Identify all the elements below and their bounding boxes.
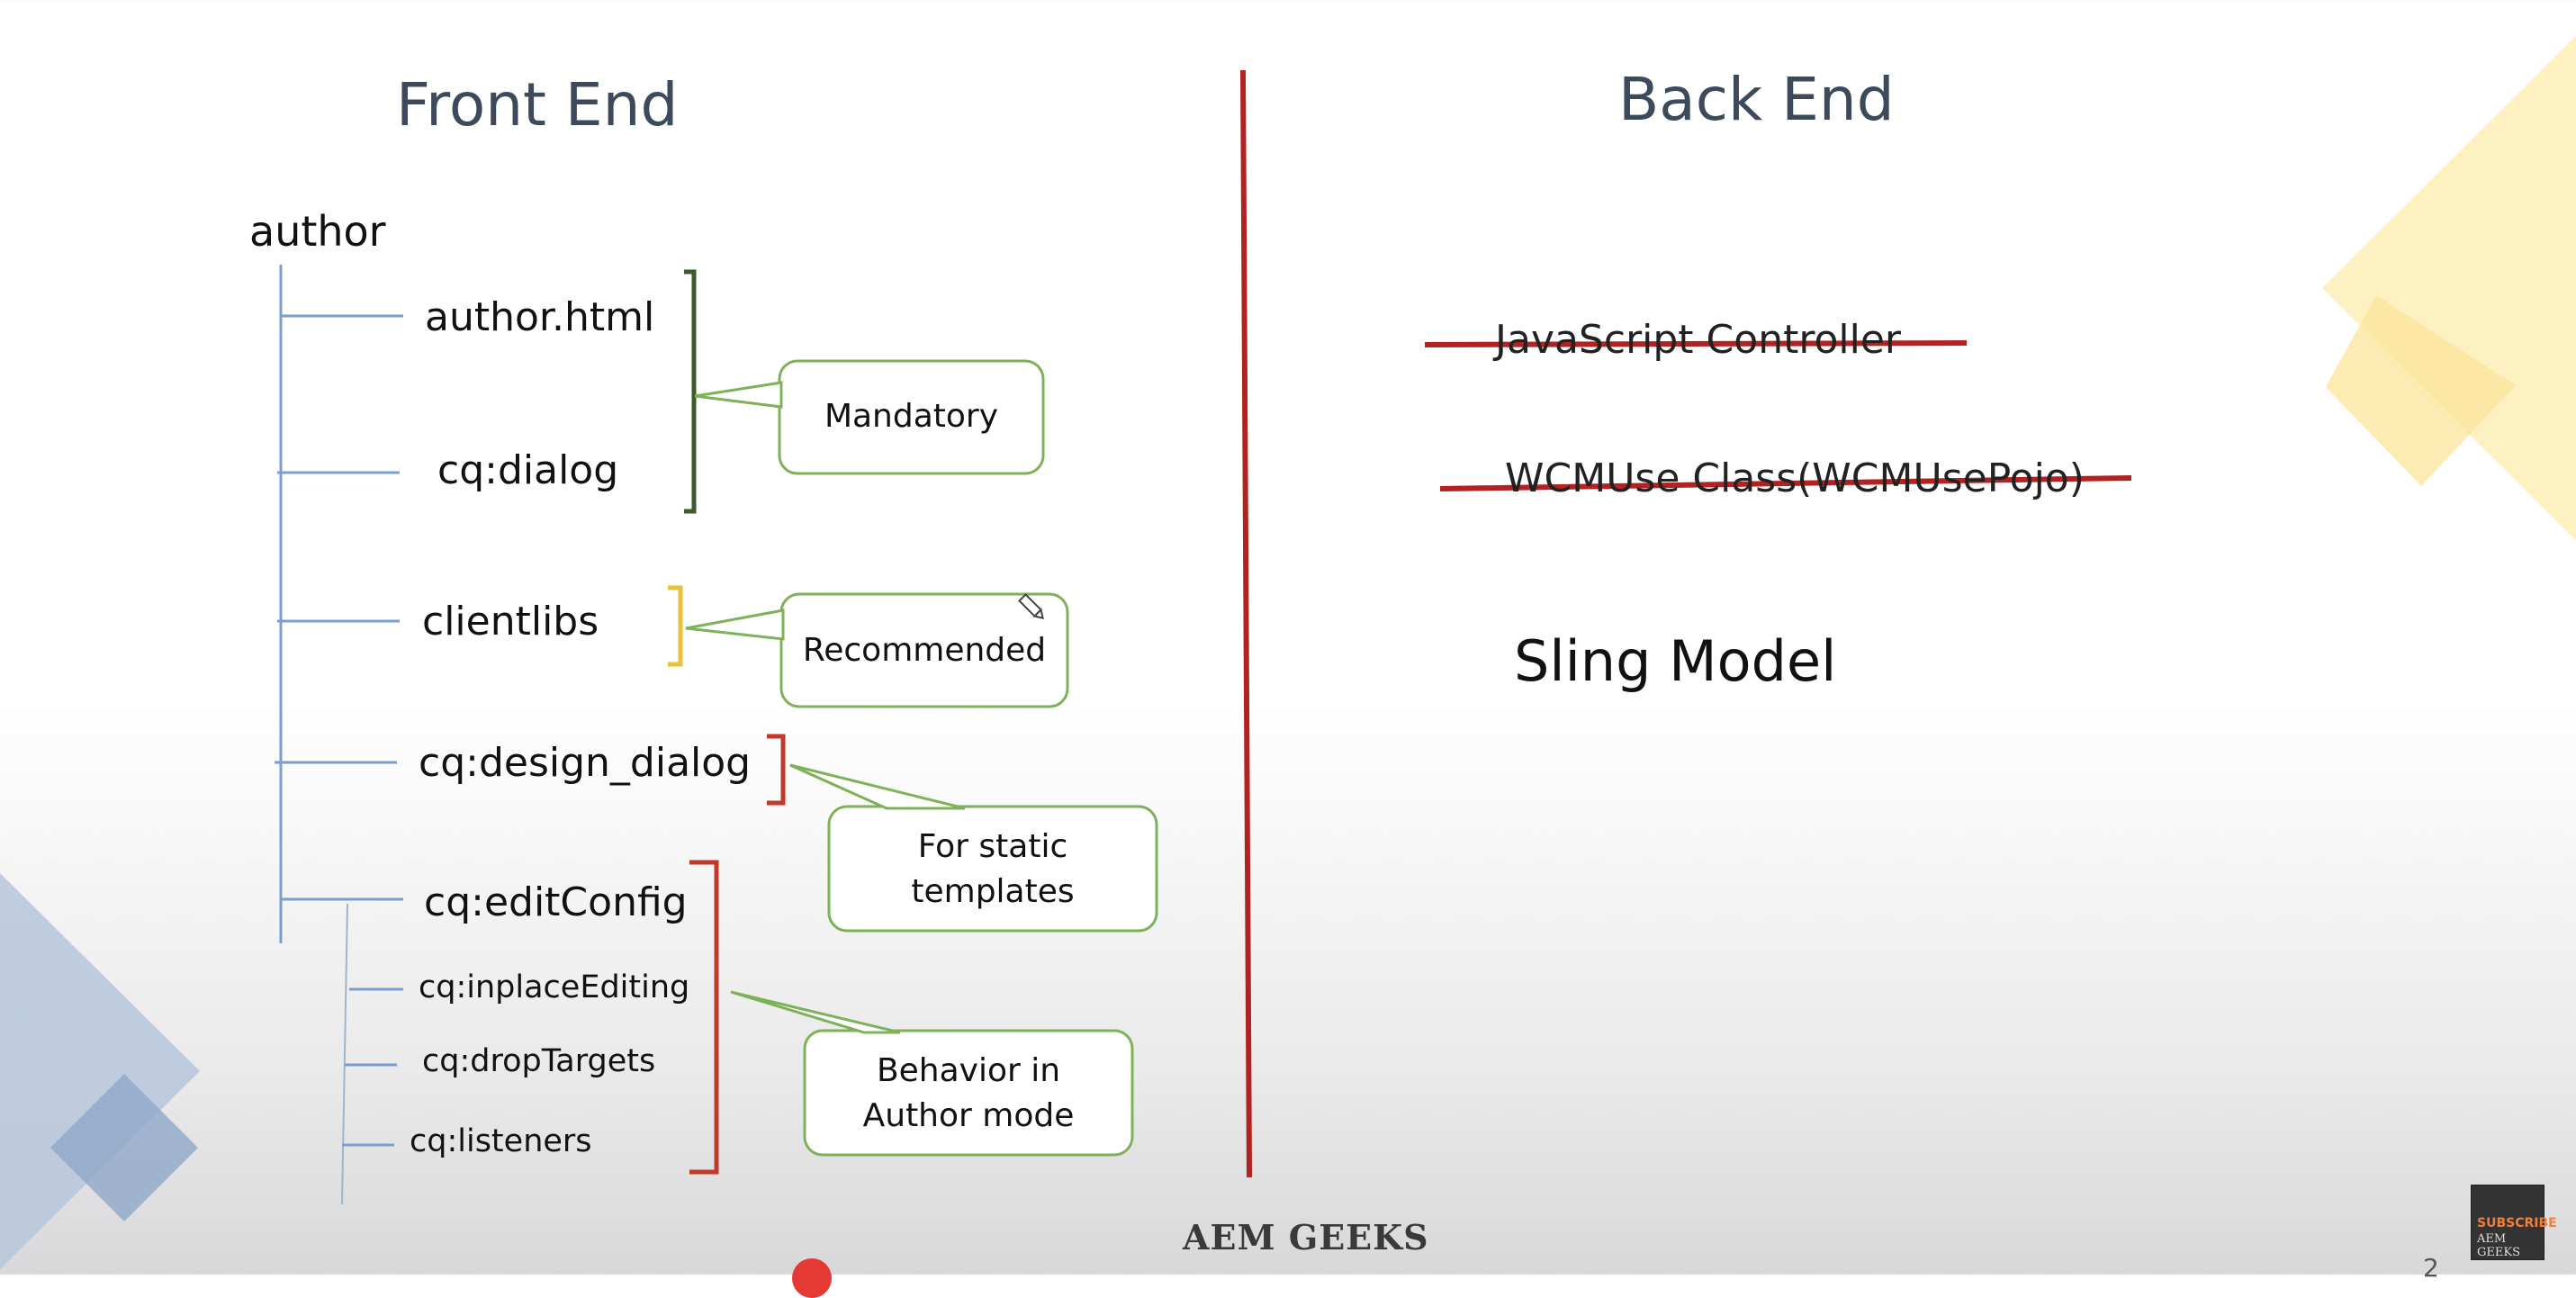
callout-recommended-box	[779, 592, 1069, 708]
callout-mandatory-text: Mandatory	[824, 398, 999, 435]
callout-behavior-text: Behavior in Author mode	[862, 1052, 1075, 1134]
callout-static-box	[827, 805, 1158, 933]
decor-blue-diamond-large	[0, 873, 200, 1269]
front-end-title: Front End	[396, 70, 679, 140]
thumbnail-brand-text: AEM GEEKS	[2477, 1232, 2520, 1259]
subtree-trunk-line	[341, 903, 348, 1205]
backend-javascript-controller: JavaScript Controller	[1495, 317, 1901, 363]
decor-blue-diamond-small	[50, 1074, 198, 1221]
decor-yellow-diamond-large	[2322, 36, 2576, 540]
callout-mandatory-pointer	[694, 381, 783, 409]
subtree-item-listeners: cq:listeners	[410, 1123, 592, 1159]
tree-item-author-html: author.html	[425, 294, 655, 340]
bracket-editconfig	[689, 860, 719, 1175]
footer-brand: AEM GEEKS	[1183, 1217, 1429, 1257]
backend-wcmuse-class: WCMUse Class(WCMUsePojo)	[1505, 455, 2085, 501]
subtree-item-inplace-editing: cq:inplaceEditing	[419, 969, 690, 1005]
center-divider-line	[1240, 69, 1252, 1178]
strike-line-wcmuse	[1439, 475, 2132, 491]
bracket-design-dialog	[767, 734, 786, 806]
callout-static-text: For static templates	[911, 828, 1075, 910]
page-number: 2	[2423, 1253, 2439, 1283]
tree-root-label: author	[249, 207, 386, 256]
tree-item-clientlibs: clientlibs	[422, 599, 599, 644]
bracket-mandatory	[684, 269, 697, 514]
decor-yellow-diamond-small	[2326, 295, 2516, 486]
callout-static-pointer	[789, 763, 966, 810]
tree-item-cq-dialog: cq:dialog	[437, 447, 619, 493]
tree-item-cq-editconfig: cq:editConfig	[424, 879, 688, 925]
callout-behavior-box	[803, 1029, 1134, 1157]
subscribe-thumbnail[interactable]: SUBSCRIBE AEM GEEKS	[2471, 1185, 2557, 1260]
backend-sling-model: Sling Model	[1514, 628, 1837, 694]
back-end-title: Back End	[1618, 65, 1895, 134]
callout-recommended-pointer	[685, 608, 785, 641]
thumbnail-subscribe-text: SUBSCRIBE	[2477, 1216, 2557, 1230]
callout-recommended-text: Recommended	[802, 632, 1047, 669]
callout-mandatory-box	[778, 359, 1045, 475]
cursor-indicator	[792, 1258, 832, 1298]
tree-item-cq-design-dialog: cq:design_dialog	[419, 740, 752, 786]
pencil-icon	[1018, 593, 1044, 619]
subtree-item-drop-targets: cq:dropTargets	[422, 1043, 656, 1079]
callout-behavior-pointer	[730, 990, 901, 1034]
strike-line-javascript-controller	[1424, 340, 1968, 347]
bracket-recommended	[668, 585, 683, 667]
